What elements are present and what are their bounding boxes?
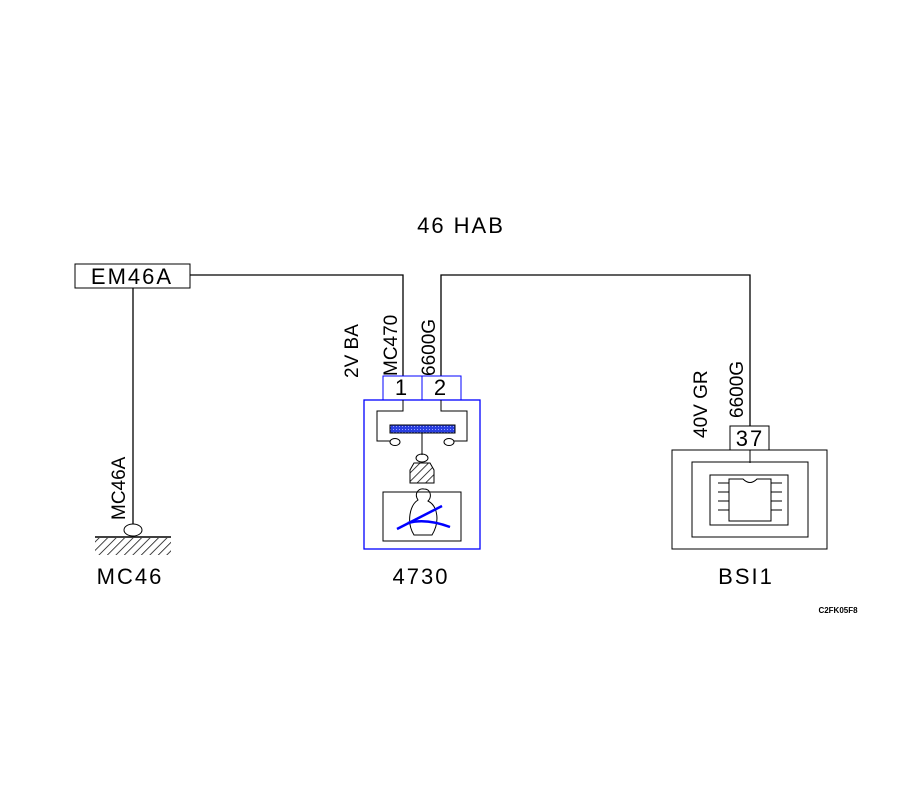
bsi-wire-section-label: 40V GR	[691, 370, 712, 438]
reference-code: C2FK05F8	[818, 606, 858, 615]
wires	[132, 274, 751, 525]
pin-1-label: 1	[395, 375, 409, 400]
wire2-id-label: 6600G	[419, 319, 440, 376]
ground-label: MC46	[97, 564, 164, 589]
seatbelt-strap	[396, 504, 443, 531]
switch-contact-bar	[389, 424, 456, 434]
wire-6600g	[440, 274, 751, 426]
component-4730	[363, 375, 481, 550]
pin-37-label: 37	[736, 426, 764, 451]
component-body	[363, 399, 481, 550]
splice-box	[74, 263, 191, 289]
wire-mc470	[190, 274, 404, 376]
ground-wire-label: MC46A	[109, 456, 130, 520]
component-bsi-label: BSI1	[718, 564, 774, 589]
harness-label: 46 HAB	[417, 213, 505, 238]
wire1-section-label: 2V BA	[342, 324, 363, 378]
pin-2-label: 2	[434, 375, 448, 400]
component-4730-label: 4730	[393, 564, 450, 589]
ground-symbol	[95, 523, 171, 555]
wire1-id-label: MC470	[381, 315, 402, 376]
pin-box-2	[421, 375, 462, 401]
bsi-wire-id-label: 6600G	[727, 361, 748, 418]
component-bsi	[671, 425, 828, 550]
splice-label: EM46A	[91, 264, 173, 289]
